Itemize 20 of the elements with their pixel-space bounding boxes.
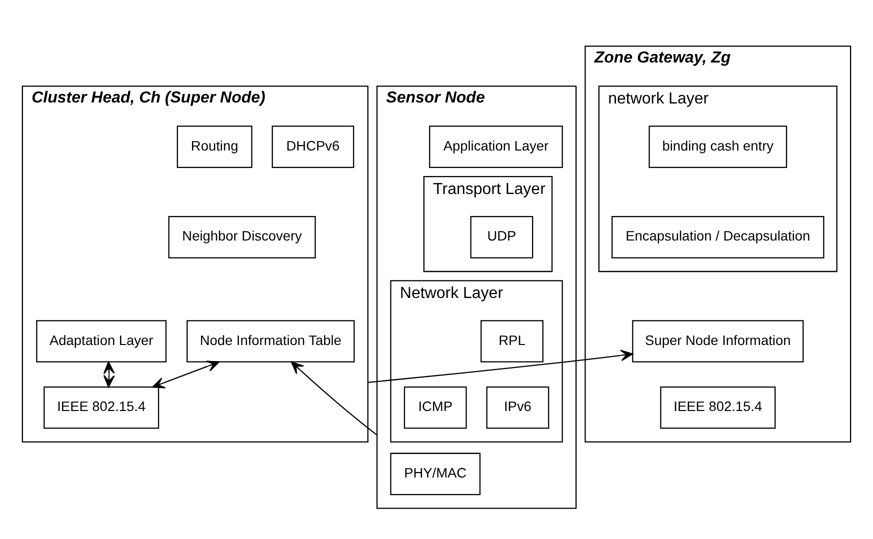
node-box: Super Node Information <box>632 320 804 362</box>
arrow <box>152 360 220 388</box>
arrow <box>290 362 378 436</box>
node-box: RPL <box>480 320 544 362</box>
node-box: IEEE 802.15.4 <box>44 386 160 429</box>
node-box: DHCPv6 <box>272 126 354 168</box>
node-box: Neighbor Discovery <box>168 216 316 258</box>
node-box: IEEE 802.15.4 <box>660 386 776 429</box>
node-box: IPv6 <box>486 386 550 429</box>
node-box: ICMP <box>404 386 467 429</box>
node-box: PHY/MAC <box>390 452 481 496</box>
node-box: Routing <box>176 126 252 168</box>
node-box: binding cash entry <box>648 126 788 168</box>
node-box: Application Layer <box>429 126 563 168</box>
node-box: Node Information Table <box>186 320 355 362</box>
arrow <box>103 361 115 388</box>
arrow <box>368 350 634 383</box>
node-box: Encapsulation / Decapsulation <box>612 216 824 258</box>
node-box: Adaptation Layer <box>36 320 167 362</box>
node-box: UDP <box>470 216 534 258</box>
